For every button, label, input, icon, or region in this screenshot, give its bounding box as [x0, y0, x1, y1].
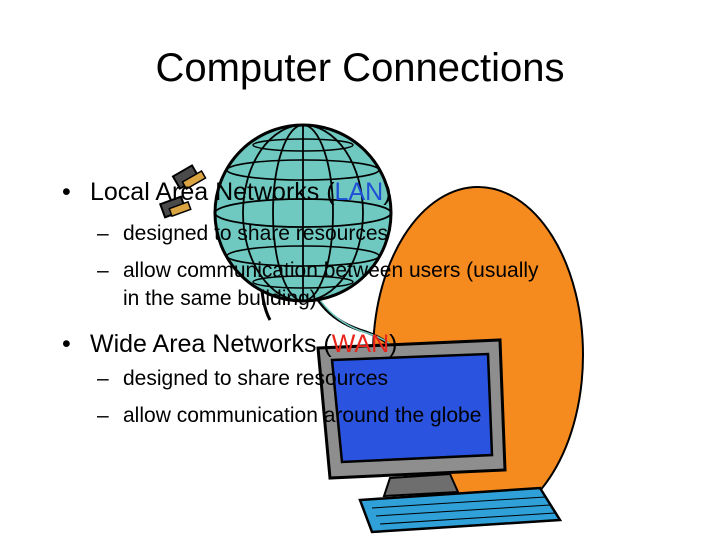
subpoint-text: allow communication around the globe [123, 404, 482, 427]
bullet-text: Local Area Networks ( [90, 178, 335, 206]
bullet-lan: Local Area Networks (LAN) [90, 177, 392, 207]
globe-icon [213, 123, 393, 303]
bullet-marker: • [62, 330, 71, 358]
computer-icon [316, 338, 563, 534]
subpoint-text: designed to share resources [123, 222, 388, 245]
bullet-wan: Wide Area Networks (WAN) [90, 329, 397, 359]
subpoint-text: designed to share resources [123, 367, 388, 390]
acronym-wan: WAN [331, 330, 390, 358]
slide-title: Computer Connections [155, 46, 565, 90]
bullet-text-suffix: ) [383, 178, 392, 206]
subpoint-text: allow communication between users (usual… [123, 259, 539, 282]
plug-icon [158, 164, 207, 219]
bullet-text-suffix: ) [389, 330, 398, 358]
subpoint-continuation: in the same building) [123, 287, 317, 310]
bullet-marker: • [62, 178, 71, 206]
subpoint-dash: – [97, 367, 109, 390]
bullet-text: Wide Area Networks ( [90, 330, 332, 358]
subpoint-dash: – [97, 404, 109, 427]
subpoint-dash: – [97, 259, 109, 282]
subpoint-dash: – [97, 222, 109, 245]
acronym-lan: LAN [334, 178, 384, 206]
